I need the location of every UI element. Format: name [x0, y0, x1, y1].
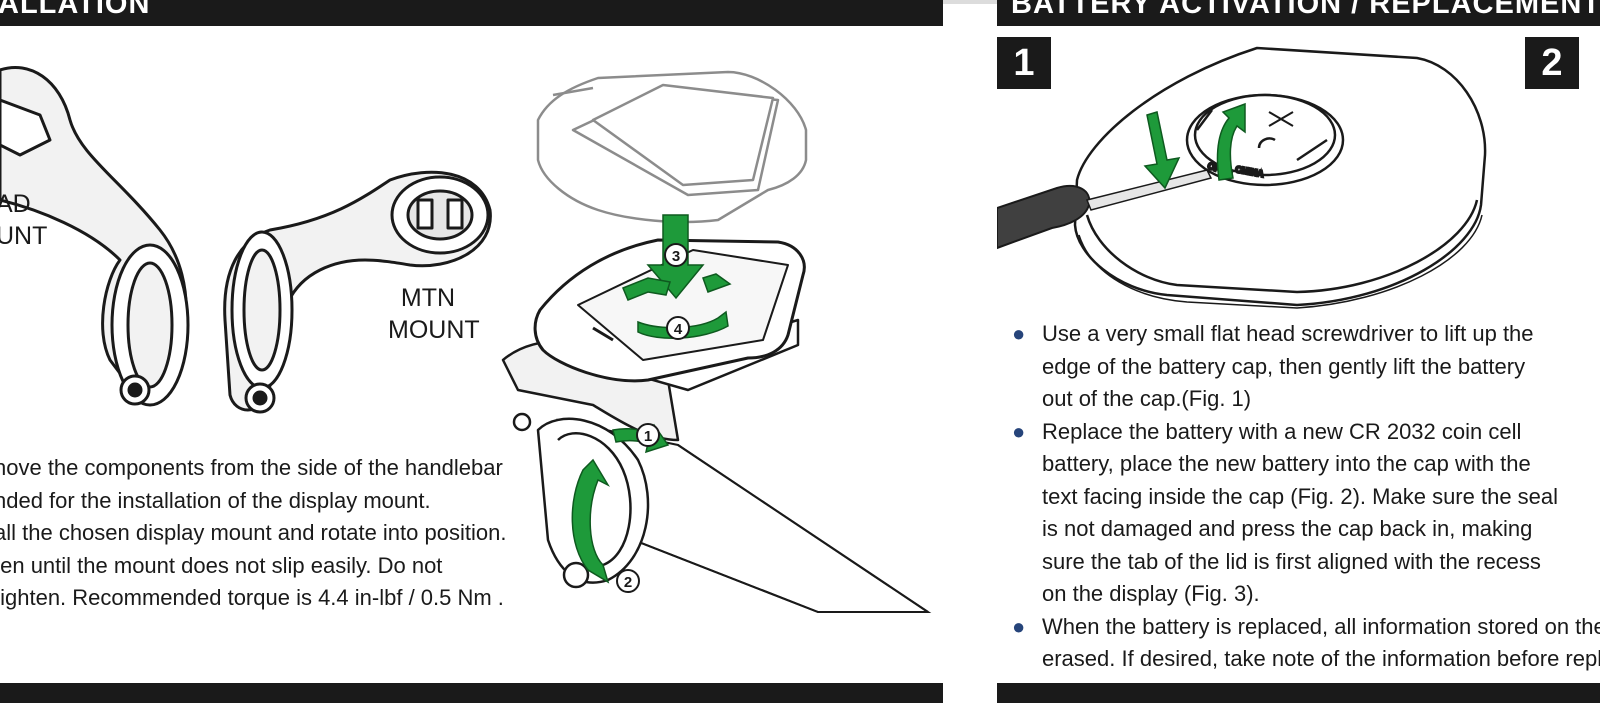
screwdriver-icon	[997, 169, 1213, 250]
callout-2-text: 2	[624, 574, 632, 591]
instruction-line: ten until the mount does not slip easily…	[0, 552, 443, 578]
callout-4: 4	[666, 316, 690, 340]
list-item: ● Replace the battery with a new CR 2032…	[1010, 416, 1600, 611]
mount-plate	[533, 238, 806, 383]
list-item: ● When the battery is replaced, all info…	[1010, 611, 1600, 676]
footer-band-left	[0, 683, 943, 703]
bullet-line: Use a very small flat head screwdriver t…	[1042, 321, 1534, 346]
arrow-press-down	[1143, 111, 1181, 190]
road-mount-label-line1: AD	[0, 190, 31, 218]
battery-arrows	[1143, 102, 1246, 190]
instruction-line: nove the components from the side of the…	[0, 455, 503, 480]
bullet-line: When the battery is replaced, all inform…	[1042, 613, 1600, 639]
section-header-battery: BATTERY ACTIVATION / REPLACEMENT	[997, 0, 1600, 26]
mtn-mount-illustration	[223, 170, 492, 414]
callout-3-text: 3	[672, 248, 680, 265]
arrow-left	[622, 277, 671, 301]
display-installation-illustration: 3 4 1 2	[501, 70, 932, 613]
bullet-line: out of the cap.(Fig. 1)	[1042, 386, 1252, 411]
section-title-battery: BATTERY ACTIVATION / REPLACEMENT	[1011, 0, 1600, 20]
bullet-line: battery, place the new battery into the …	[1042, 451, 1531, 476]
step-number-2: 2	[1525, 37, 1579, 89]
installation-instructions: nove the components from the side of the…	[0, 452, 514, 615]
callout-4-text: 4	[674, 321, 683, 338]
road-mount-label-line2: UNT	[0, 222, 48, 250]
callout-1: 1	[636, 423, 660, 447]
list-item: ● Use a very small flat head screwdriver…	[1010, 318, 1600, 416]
bullet-line: Replace the battery with a new CR 2032 c…	[1042, 418, 1522, 444]
battery-instructions-list: ● Use a very small flat head screwdriver…	[1010, 318, 1600, 676]
battery-cap: OPEN CHINA	[1185, 93, 1345, 187]
bullet-icon: ●	[1012, 613, 1026, 639]
bullet-icon: ●	[1012, 418, 1026, 444]
callout-2: 2	[616, 569, 640, 593]
bullet-line: sure the tab of the lid is first aligned…	[1042, 548, 1541, 574]
bullet-line: edge of the battery cap, then gently lif…	[1042, 353, 1526, 379]
battery-replacement-illustration: OPEN CHINA	[997, 46, 1487, 309]
display-unit	[536, 70, 808, 224]
mtn-mount-label-line1: MTN	[400, 284, 456, 312]
instruction-line: all the chosen display mount and rotate …	[0, 520, 507, 545]
road-mount-label: AD UNT	[0, 188, 47, 252]
arrow-right	[702, 273, 732, 293]
instruction-line: tighten. Recommended torque is 4.4 in-lb…	[0, 585, 504, 610]
bullet-line: on the display (Fig. 3).	[1042, 581, 1260, 606]
section-title-installation: ALLATION	[0, 0, 151, 20]
callout-3: 3	[664, 243, 688, 267]
section-header-installation: ALLATION	[0, 0, 943, 26]
arrow-lift-up	[1216, 102, 1246, 181]
arrow-rotate-small	[637, 310, 729, 339]
bullet-icon: ●	[1012, 321, 1026, 346]
callout-1-text: 1	[644, 428, 652, 445]
step-number-1: 1	[997, 37, 1051, 89]
footer-band-right	[997, 683, 1600, 703]
bullet-line: erased. If desired, take note of the inf…	[1042, 646, 1600, 671]
arrow-curve-2	[571, 458, 610, 584]
bullet-line: text facing inside the cap (Fig. 2). Mak…	[1042, 483, 1559, 509]
bullet-line: is not damaged and press the cap back in…	[1042, 516, 1533, 541]
instruction-line: nded for the installation of the display…	[0, 487, 431, 513]
mtn-mount-label-line2: MOUNT	[388, 316, 480, 344]
road-mount-illustration	[0, 65, 190, 407]
header-divider	[943, 0, 997, 4]
mtn-mount-label: MTN MOUNT	[388, 282, 480, 346]
